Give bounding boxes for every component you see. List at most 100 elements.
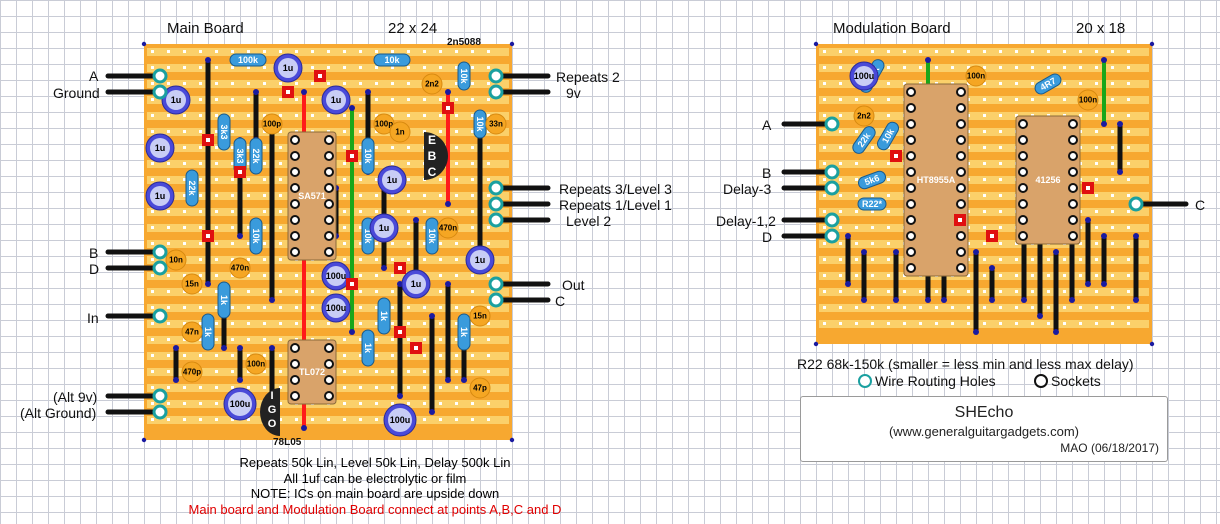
link-end	[381, 265, 387, 271]
transistor-pin-b: B	[428, 149, 437, 163]
main-hole	[407, 338, 410, 341]
main-hole	[487, 338, 490, 341]
mod-hole	[871, 226, 874, 229]
main-hole	[423, 370, 426, 373]
resistor-mod-3-body	[857, 170, 887, 190]
main-hole	[263, 114, 266, 117]
wire-routing-hole	[152, 260, 168, 276]
main-hole	[407, 354, 410, 357]
corner-marker	[509, 437, 515, 443]
main-hole	[471, 114, 474, 117]
main-hole	[279, 130, 282, 133]
main-hole	[167, 370, 170, 373]
mod-hole	[967, 82, 970, 85]
main-hole	[439, 66, 442, 69]
main-hole	[199, 354, 202, 357]
main-hole	[359, 370, 362, 373]
capacitor-main-4-value: 33n	[489, 120, 503, 129]
main-hole	[487, 146, 490, 149]
resistor-main-5-value: 3k3	[235, 148, 245, 163]
main-hole	[439, 370, 442, 373]
link-end	[1085, 217, 1091, 223]
main-hole	[183, 194, 186, 197]
main-hole	[263, 370, 266, 373]
main-hole	[359, 162, 362, 165]
resistor-mod-2: 10k	[877, 121, 899, 151]
mod-hole	[823, 306, 826, 309]
link-end	[1021, 297, 1027, 303]
resistor-mod-3-value: 5k6	[863, 173, 881, 188]
main-hole	[375, 306, 378, 309]
mod-hole	[871, 98, 874, 101]
main-hole	[151, 338, 154, 341]
main-hole	[471, 194, 474, 197]
mod-hole	[823, 50, 826, 53]
mod-hole	[999, 306, 1002, 309]
mod-hole	[839, 194, 842, 197]
mod-hole	[1063, 66, 1066, 69]
main-hole	[199, 98, 202, 101]
mod-hole	[1127, 322, 1130, 325]
mod-hole	[871, 274, 874, 277]
main-hole	[263, 82, 266, 85]
track-cut-hole	[206, 234, 210, 238]
main-hole	[487, 210, 490, 213]
mod-hole	[1127, 114, 1130, 117]
main-hole	[247, 306, 250, 309]
main-hole	[183, 322, 186, 325]
main-hole	[423, 338, 426, 341]
mod-hole	[935, 50, 938, 53]
resistor-main-4-value: 3k3	[219, 124, 229, 139]
main-hole	[183, 290, 186, 293]
resistor-main-7-value: 22k	[251, 148, 261, 164]
main-hole	[439, 242, 442, 245]
main-hole	[391, 242, 394, 245]
main-hole	[487, 114, 490, 117]
mod-left-label-d: D	[762, 229, 773, 245]
main-hole	[183, 354, 186, 357]
main-hole	[231, 178, 234, 181]
main-hole	[359, 322, 362, 325]
mod-hole	[919, 50, 922, 53]
main-hole	[359, 146, 362, 149]
electrolytic-main-7-top	[406, 274, 426, 294]
mod-hole	[1095, 194, 1098, 197]
main-hole	[423, 226, 426, 229]
main-hole	[359, 210, 362, 213]
resistor-main-3: 10k	[457, 61, 471, 91]
capacitor-main-6-value: 15n	[185, 280, 199, 289]
main-hole	[215, 338, 218, 341]
mod-hole	[983, 210, 986, 213]
mod-hole	[823, 274, 826, 277]
mod-hole	[1063, 50, 1066, 53]
ic-sa571-pin	[290, 247, 300, 257]
main-hole	[167, 306, 170, 309]
main-hole	[455, 274, 458, 277]
main-hole	[471, 98, 474, 101]
main-hole	[423, 418, 426, 421]
main-hole	[247, 386, 250, 389]
main-hole	[391, 290, 394, 293]
main-hole	[327, 114, 330, 117]
track-cut-hole	[206, 138, 210, 142]
mod-hole	[983, 178, 986, 181]
main-hole	[375, 162, 378, 165]
mod-hole	[839, 50, 842, 53]
electrolytic-main-11-top	[228, 392, 252, 416]
main-hole	[423, 354, 426, 357]
main-hole	[391, 258, 394, 261]
link-end	[973, 249, 979, 255]
main-hole	[263, 194, 266, 197]
main-hole	[391, 82, 394, 85]
main-hole	[279, 226, 282, 229]
track-cut-hole	[350, 154, 354, 158]
mod-board-title: Modulation Board	[833, 20, 951, 37]
mod-hole	[839, 306, 842, 309]
main-hole	[391, 354, 394, 357]
main-hole	[167, 226, 170, 229]
main-hole	[471, 130, 474, 133]
ic-41256-pin	[1068, 215, 1078, 225]
main-hole	[247, 258, 250, 261]
main-hole	[327, 50, 330, 53]
mod-hole	[1127, 98, 1130, 101]
